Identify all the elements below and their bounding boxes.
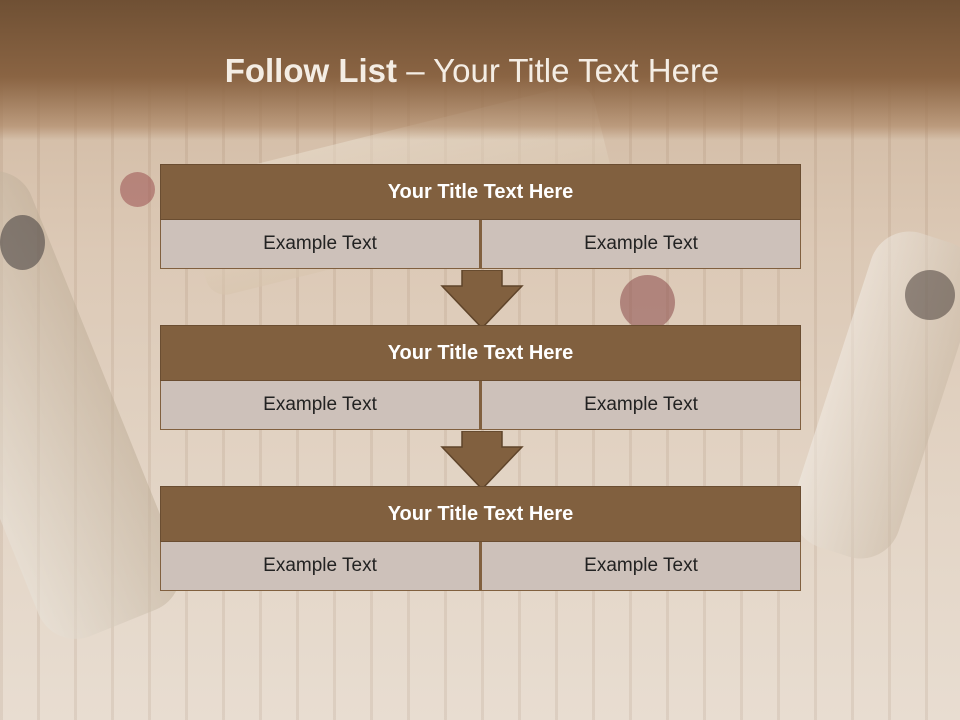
down-arrow-icon	[440, 431, 524, 491]
block-cell-left: Example Text	[160, 381, 480, 430]
down-arrow-icon	[440, 270, 524, 330]
list-block-1: Your Title Text Here Example Text Exampl…	[160, 164, 801, 269]
block-title: Your Title Text Here	[160, 325, 801, 381]
block-cell-right: Example Text	[480, 220, 801, 269]
list-block-2: Your Title Text Here Example Text Exampl…	[160, 325, 801, 430]
block-cell-right: Example Text	[480, 381, 801, 430]
list-block-3: Your Title Text Here Example Text Exampl…	[160, 486, 801, 591]
block-row: Example Text Example Text	[160, 220, 801, 269]
wax-seal-icon	[905, 270, 955, 320]
wax-seal-icon	[620, 275, 675, 330]
wax-seal-icon	[120, 172, 155, 207]
block-row: Example Text Example Text	[160, 542, 801, 591]
block-title: Your Title Text Here	[160, 486, 801, 542]
wax-seal-icon	[0, 215, 45, 270]
slide-title: Follow List – Your Title Text Here	[0, 52, 944, 90]
block-cell-left: Example Text	[160, 220, 480, 269]
slide-header	[0, 0, 960, 140]
block-title: Your Title Text Here	[160, 164, 801, 220]
slide-title-rest: – Your Title Text Here	[397, 52, 720, 89]
slide-title-bold: Follow List	[224, 52, 398, 89]
block-cell-right: Example Text	[480, 542, 801, 591]
block-cell-left: Example Text	[160, 542, 480, 591]
block-row: Example Text Example Text	[160, 381, 801, 430]
